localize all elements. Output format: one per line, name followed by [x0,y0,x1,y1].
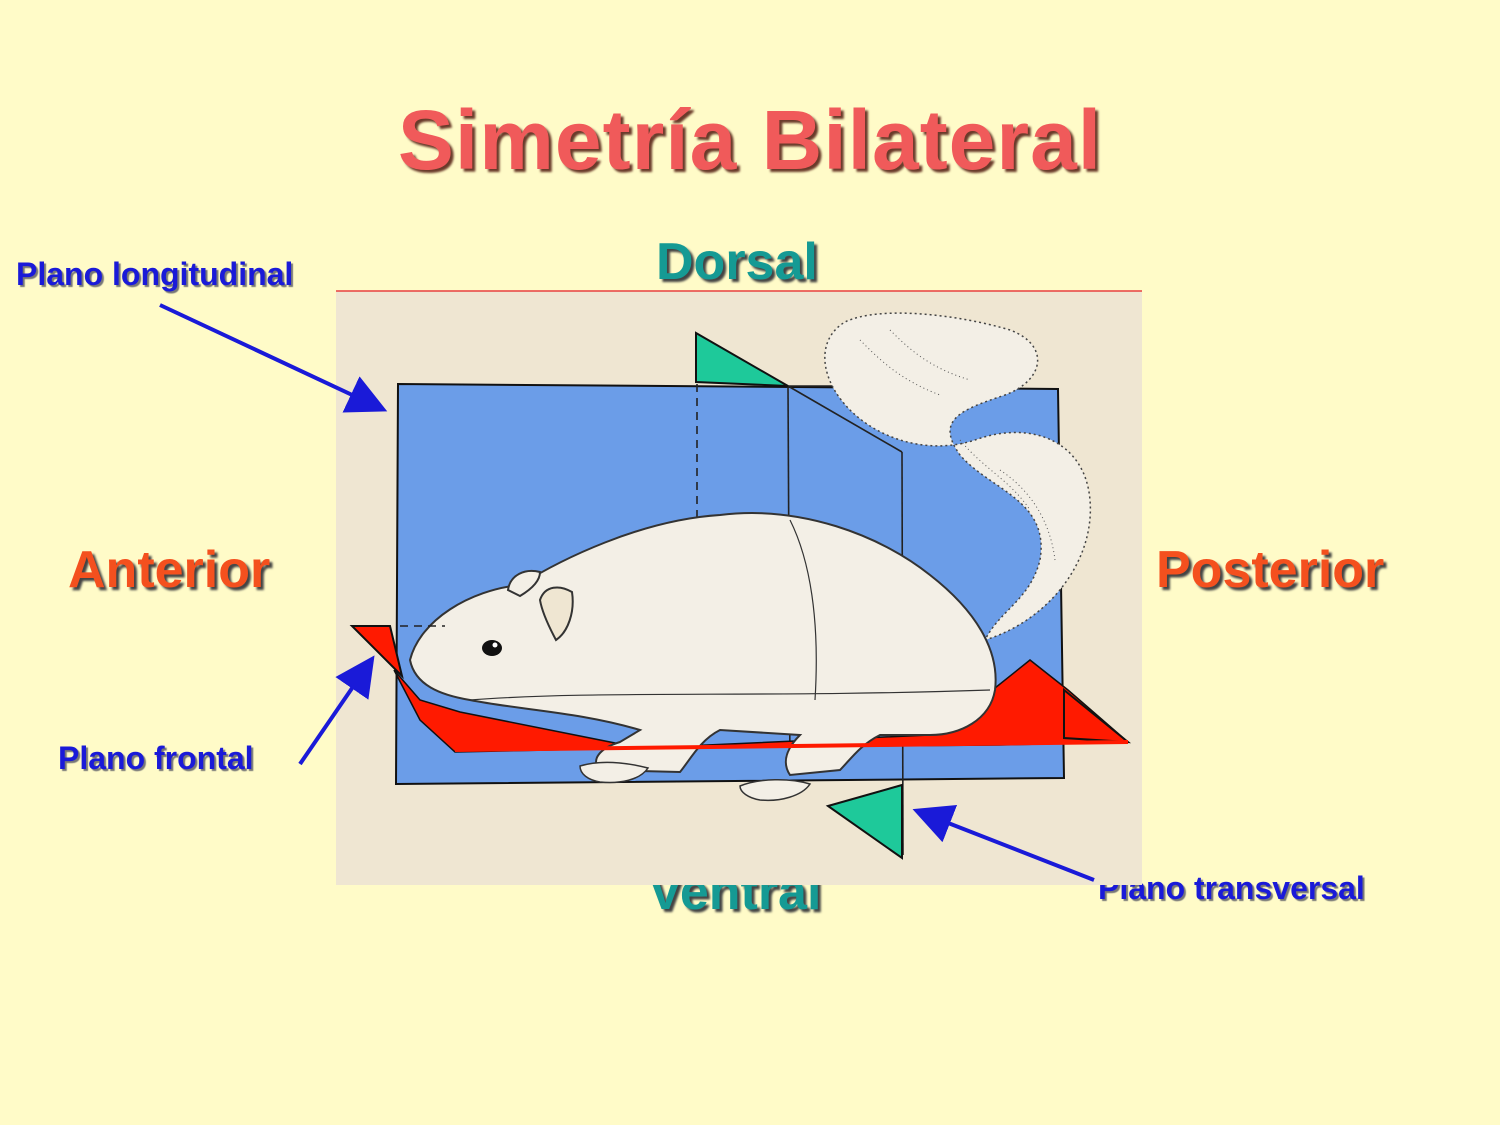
squirrel-ear-front [538,586,574,642]
frontal-plane-rear-wedge [1063,687,1132,744]
dorsal-label: Dorsal [656,233,818,291]
squirrel-tail [824,312,1092,642]
transversal-plane-top-wedge [695,331,789,387]
anterior-label: Anterior [68,541,271,599]
squirrel-front-feet [579,761,650,784]
transversal-arrow [912,805,1095,882]
squirrel-body [408,512,997,777]
squirrel-hind-feet [739,778,812,802]
squirrel-eye [482,640,502,656]
posterior-label: Posterior [1156,541,1385,599]
longitudinal-plane-label: Plano longitudinal [16,256,294,292]
frontal-plane-front-wedge [349,625,404,680]
page-title: Simetría Bilateral [397,93,1103,187]
transversal-plane-label: Plano transversal [1098,870,1365,906]
frontal-plane-label: Plano frontal [58,740,254,776]
transversal-plane-bottom-wedge [825,783,903,860]
longitudinal-arrow [159,303,388,413]
squirrel-ear-back [506,570,542,598]
frontal-arrow [298,655,375,766]
